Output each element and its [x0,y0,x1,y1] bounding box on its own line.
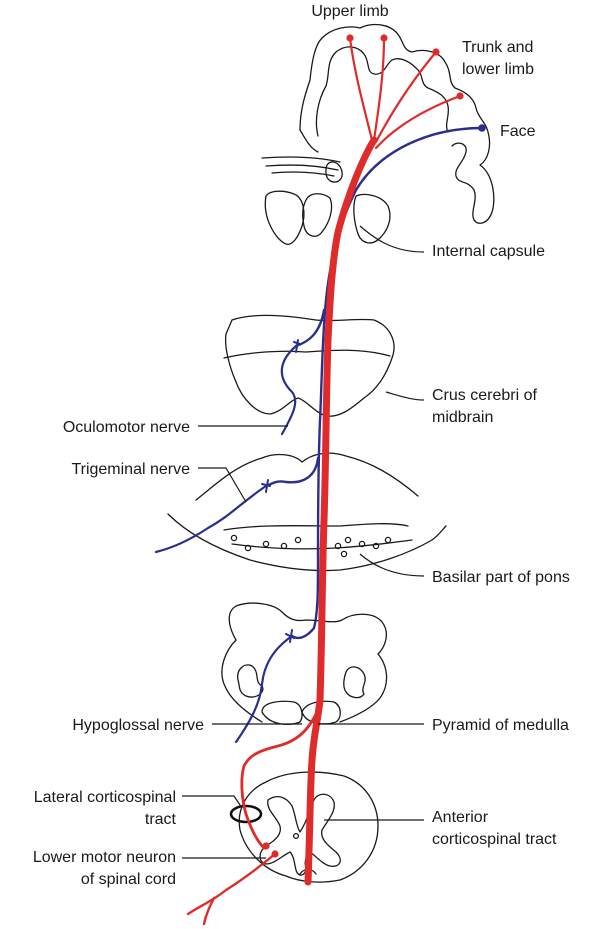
upper-limb-neuron-dot-1 [346,34,354,42]
label-trunk-line2: lower limb [462,61,534,78]
label-upper-limb: Upper limb [311,3,388,20]
pons-section [167,452,447,572]
medulla-section [221,602,388,725]
label-oculomotor-nerve: Oculomotor nerve [63,419,190,436]
lateral-corticospinal-tract-ring [229,804,263,824]
face-neuron-dot [478,124,486,132]
upper-limb-neuron-dot-2 [380,34,388,42]
spinal-cord-section [229,771,379,883]
label-crus-line2: midbrain [432,409,493,426]
corticonuclear-fibres [154,124,486,744]
lateral-synapse-dot [262,842,270,850]
cerebral-cortex [261,23,495,245]
trunk-neuron-dot [432,48,440,56]
label-lmn-line2: of spinal cord [81,871,176,888]
midbrain-section [223,314,395,417]
lower-limb-neuron-dot [456,92,464,100]
label-lmn-line1: Lower motor neuron [33,849,176,866]
leader-lines [182,225,425,859]
label-trigeminal-nerve: Trigeminal nerve [71,461,190,478]
label-pyramid-medulla: Pyramid of medulla [432,717,569,734]
label-crus-line1: Crus cerebri of [432,387,537,404]
label-face: Face [500,123,536,140]
labels: Upper limb Trunk and lower limb Face Int… [33,3,570,888]
label-hypoglossal-nerve: Hypoglossal nerve [72,717,204,734]
label-lateral-line1: Lateral corticospinal [34,789,176,806]
label-anterior-line1: Anterior [432,809,489,826]
label-internal-capsule: Internal capsule [432,243,545,260]
label-trunk-line1: Trunk and [462,39,533,56]
label-lateral-line2: tract [145,811,177,828]
label-basilar-pons: Basilar part of pons [432,569,570,586]
corticospinal-tract [186,34,464,926]
label-anterior-line2: corticospinal tract [432,831,557,848]
